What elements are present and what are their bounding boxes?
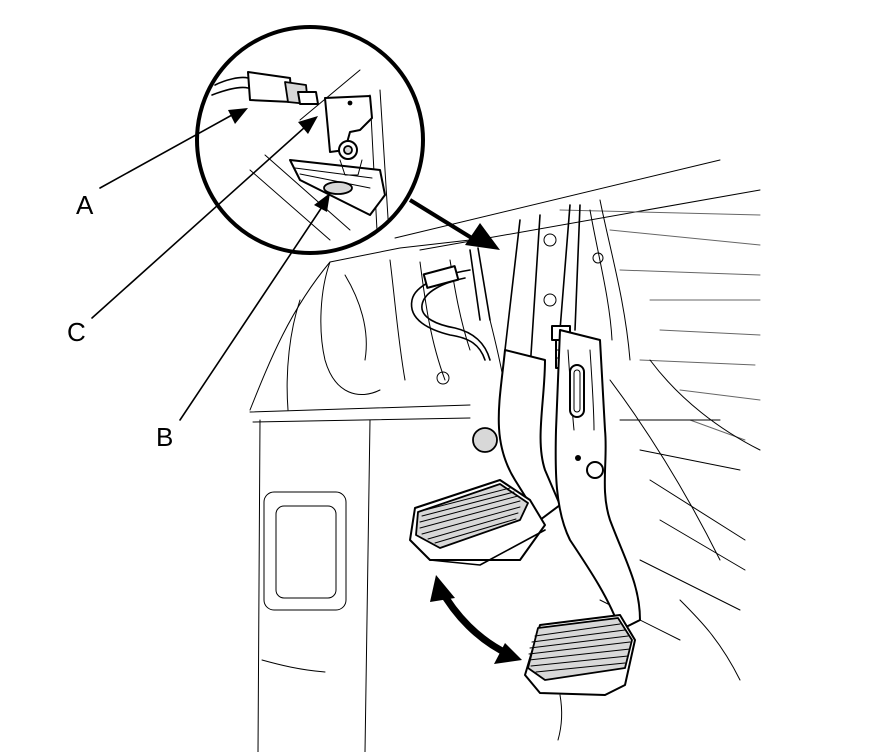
wire-harness xyxy=(410,247,507,431)
pedal-travel-arrow xyxy=(430,575,522,664)
upper-pedal-pad xyxy=(409,479,546,566)
inset-pointer-arrow xyxy=(408,198,500,250)
dashboard-structure xyxy=(249,159,761,752)
callout-label-b: B xyxy=(156,422,173,452)
callout-leaders xyxy=(91,108,330,421)
callout-label-a: A xyxy=(76,190,94,220)
lower-pedal-pad xyxy=(524,614,636,741)
detail-inset xyxy=(195,25,425,255)
pedal-arms xyxy=(472,329,641,631)
callout-label-c: C xyxy=(67,317,86,347)
